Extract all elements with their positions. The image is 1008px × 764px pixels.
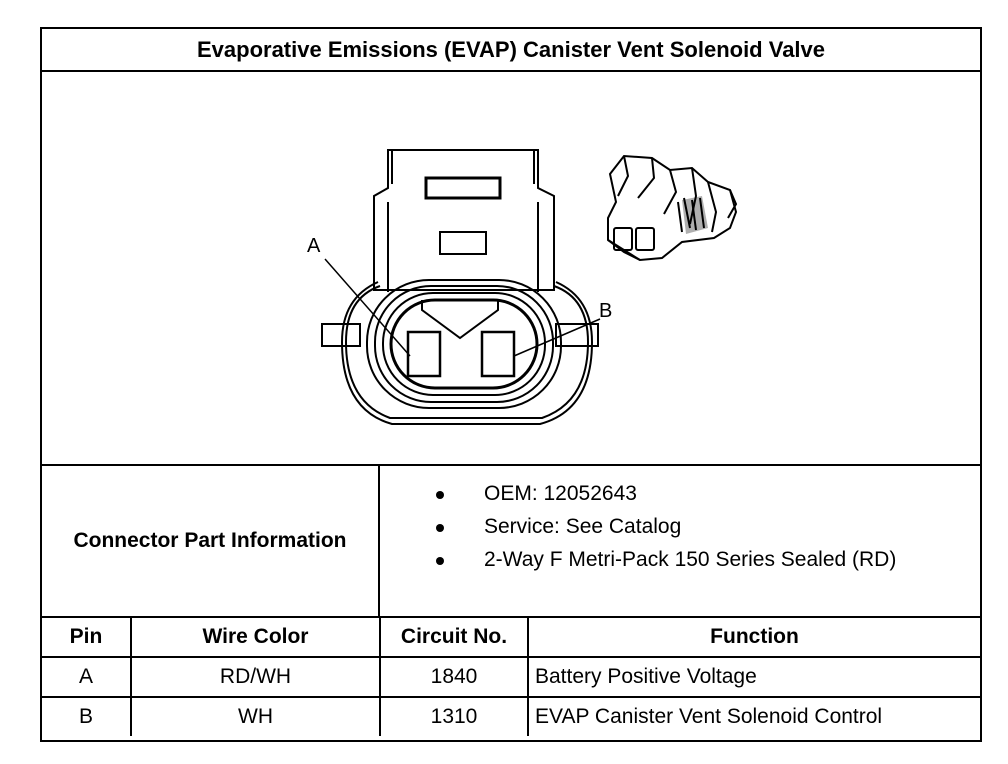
info-item-oem: OEM: 12052643 xyxy=(484,482,637,505)
page-title: Evaporative Emissions (EVAP) Canister Ve… xyxy=(42,29,980,72)
header-circuit-no: Circuit No. xyxy=(379,618,529,658)
cell-pin: A xyxy=(42,656,132,698)
info-item-service: Service: See Catalog xyxy=(484,515,682,538)
list-item: 2-Way F Metri-Pack 150 Series Sealed (RD… xyxy=(380,546,980,579)
bullet-icon xyxy=(436,524,444,532)
cell-function: Battery Positive Voltage xyxy=(527,656,980,698)
connector-thumbnail-icon xyxy=(607,154,738,262)
info-item-series: 2-Way F Metri-Pack 150 Series Sealed (RD… xyxy=(484,548,897,571)
callout-b-label: B xyxy=(599,300,612,322)
bullet-icon xyxy=(436,491,444,499)
cell-circuit-no: 1840 xyxy=(379,656,529,698)
cell-wire-color: RD/WH xyxy=(130,656,381,698)
connector-info-list: OEM: 12052643 Service: See Catalog 2-Way… xyxy=(380,480,980,579)
table-row: A RD/WH 1840 Battery Positive Voltage xyxy=(42,656,980,698)
connector-figure: A B xyxy=(42,72,980,466)
connector-info-label: Connector Part Information xyxy=(42,466,380,616)
connector-part-info: Connector Part Information OEM: 12052643… xyxy=(42,466,980,618)
cell-circuit-no: 1310 xyxy=(379,696,529,736)
header-function: Function xyxy=(527,618,980,658)
bullet-icon xyxy=(436,557,444,565)
pin-table: Pin Wire Color Circuit No. Function A RD… xyxy=(42,618,980,736)
cell-wire-color: WH xyxy=(130,696,381,736)
connector-drawing: A B xyxy=(307,149,738,425)
callout-a-label: A xyxy=(307,235,321,257)
cell-function: EVAP Canister Vent Solenoid Control xyxy=(527,696,980,736)
connector-sheet: Evaporative Emissions (EVAP) Canister Ve… xyxy=(40,27,982,742)
header-wire-color: Wire Color xyxy=(130,618,381,658)
table-header-row: Pin Wire Color Circuit No. Function xyxy=(42,618,980,658)
list-item: OEM: 12052643 xyxy=(380,480,980,513)
header-pin: Pin xyxy=(42,618,132,658)
cell-pin: B xyxy=(42,696,132,736)
list-item: Service: See Catalog xyxy=(380,513,980,546)
table-row: B WH 1310 EVAP Canister Vent Solenoid Co… xyxy=(42,696,980,736)
